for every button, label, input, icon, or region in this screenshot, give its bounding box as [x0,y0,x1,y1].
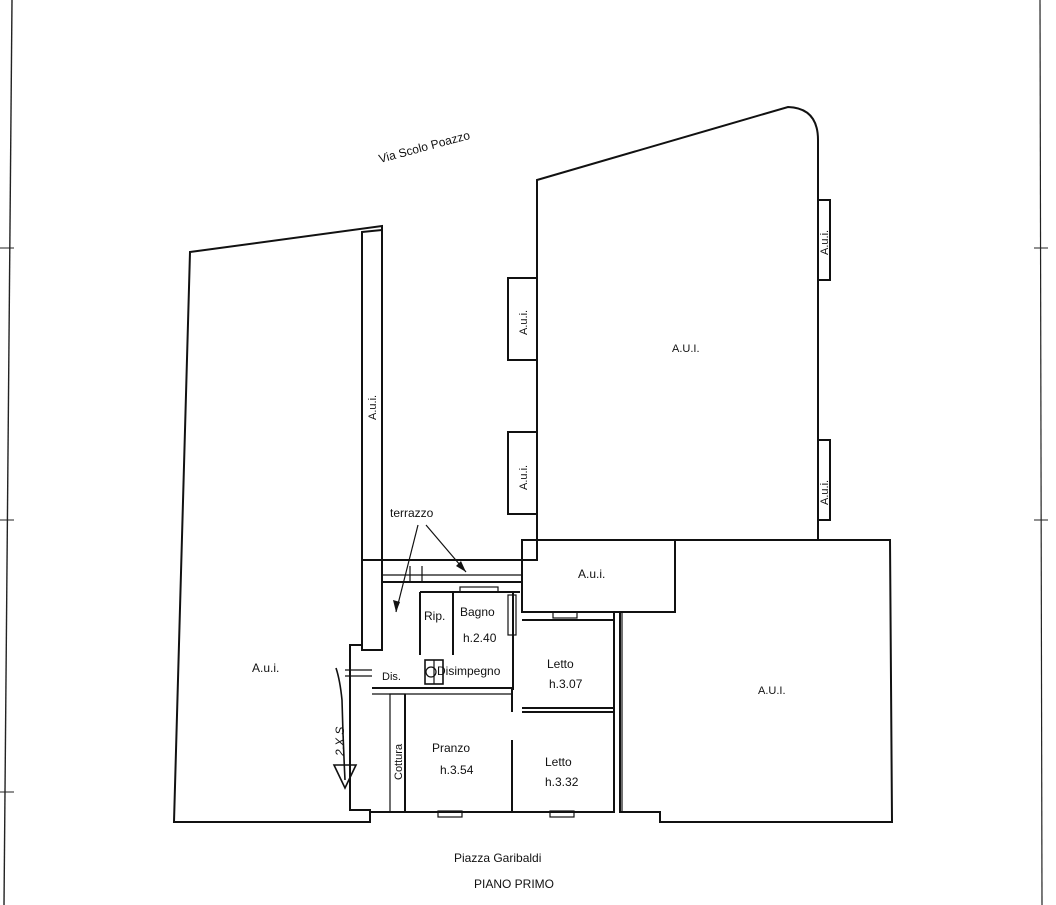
aui-tab-right-upper [817,199,831,281]
room-letto-1: Letto [547,657,574,671]
aui-label-mid: A.u.i. [578,567,605,581]
room-letto-2-height: h.3.32 [545,775,579,789]
aui-tab-left-lower [507,431,538,515]
aui-label-tab-upper: A.u.i. [518,310,530,335]
floor-title: PIANO PRIMO [474,877,554,891]
room-terrazzo: terrazzo [390,506,434,520]
aui-label-right-tab-upper: A.u.i. [819,230,831,255]
room-ripostiglio: Rip. [424,609,445,623]
room-pranzo: Pranzo [432,741,470,755]
room-bagno-height: h.2.40 [463,631,497,645]
aui-label-upper-right: A.U.I. [672,343,700,355]
narrow-aui-strip [361,228,383,651]
aui-label-left: A.u.i. [252,661,279,675]
room-letto-1-height: h.3.07 [549,677,583,691]
room-bagno: Bagno [460,605,495,619]
room-disimpegno: Disimpegno [437,664,501,678]
room-dis: Dis. [382,671,401,683]
level-marker [332,667,372,790]
apartment-walls [370,582,623,818]
handwritten-note: 2.X.S [333,727,347,757]
aui-tab-left-upper [507,277,538,361]
street-top-label: Via Scolo Poazzo [377,128,472,166]
terrace-arrows [393,524,467,613]
aui-label-lower-right: A.U.I. [758,685,786,697]
aui-label-tab-lower: A.u.i. [518,465,530,490]
aui-tab-right-lower [817,439,831,521]
left-aui-block [172,224,383,823]
upper-right-aui-block [536,105,819,541]
room-pranzo-height: h.3.54 [440,763,474,777]
room-letto-2: Letto [545,755,572,769]
street-bottom-label: Piazza Garibaldi [454,851,541,865]
room-cottura: Cottura [393,743,405,780]
lower-right-aui-block [619,539,894,823]
aui-label-right-tab-lower: A.u.i. [819,480,831,505]
aui-label-narrow-strip: A.u.i. [367,395,379,420]
